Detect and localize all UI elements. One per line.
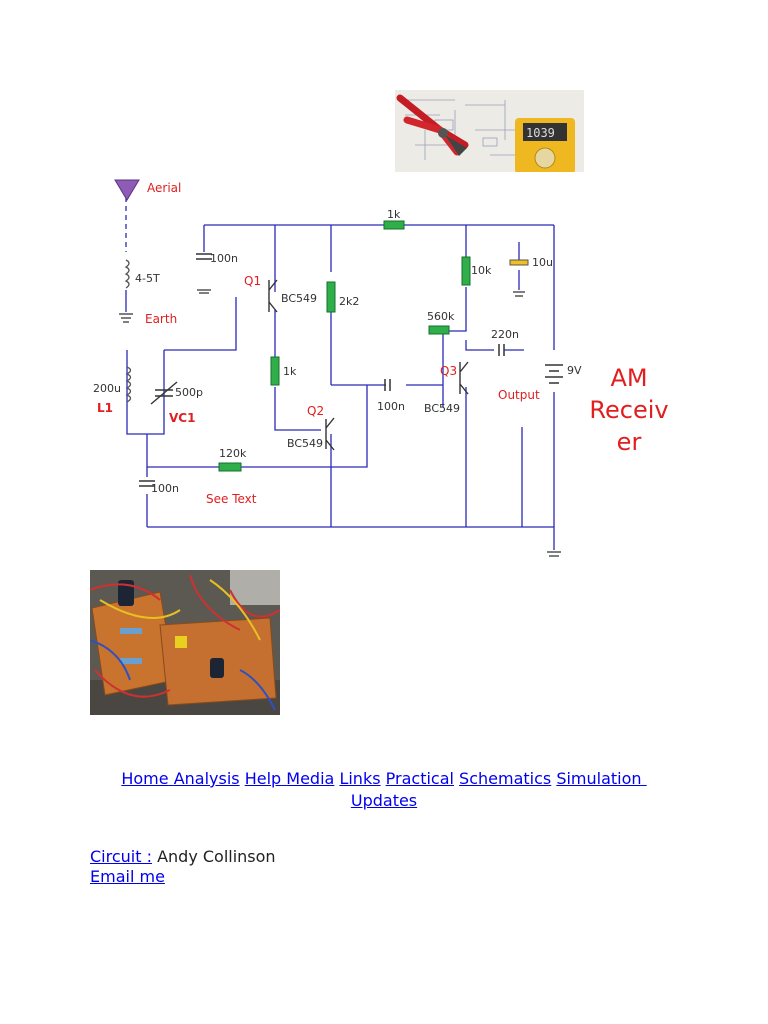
nav-link-help[interactable]: Help xyxy=(244,769,282,788)
transistor-symbols xyxy=(268,279,469,451)
credit-author: Andy Collinson xyxy=(151,847,276,866)
wires xyxy=(125,197,555,550)
label-q2: Q2 xyxy=(307,404,324,418)
ground-symbols xyxy=(119,289,561,557)
label-aerial: Aerial xyxy=(147,181,181,195)
nav-link-home-analysis[interactable]: Home Analysis xyxy=(121,769,239,788)
label-r-560k: 560k xyxy=(427,310,455,323)
label-bc549-q3: BC549 xyxy=(424,402,460,415)
label-c-100n-mid: 100n xyxy=(377,400,405,413)
nav-link-help-media[interactable]: Help Media xyxy=(245,769,335,788)
label-bc549-q1: BC549 xyxy=(281,292,317,305)
nav-link-media[interactable]: Media xyxy=(286,769,335,788)
electrolytic-capacitor-icon xyxy=(509,259,529,266)
label-q3: Q3 xyxy=(440,364,457,378)
title-line-2: Receiv xyxy=(589,396,668,424)
label-bc549-q2: BC549 xyxy=(287,437,323,450)
label-c-500p: 500p xyxy=(175,386,203,399)
site-navigation: Home Analysis Help Media Links Practical… xyxy=(0,768,768,812)
nav-link-practical[interactable]: Practical xyxy=(385,769,454,788)
tools-photo: 1039 xyxy=(395,90,584,174)
label-output: Output xyxy=(498,388,540,402)
schematic-svg: Aerial 4-5T Earth 100n Q1 BC549 1k 2k2 1… xyxy=(93,179,669,557)
label-vc1: VC1 xyxy=(169,411,195,425)
label-r-120k: 120k xyxy=(219,447,247,460)
capacitor-symbols xyxy=(139,253,505,487)
nav-link-schematics[interactable]: Schematics xyxy=(459,769,552,788)
aerial-coil-icon xyxy=(124,259,130,289)
nav-link-home[interactable]: Home xyxy=(121,769,169,788)
tools-photo-image: 1039 xyxy=(395,90,584,174)
email-link[interactable]: Email me xyxy=(90,867,165,886)
title-line-3: er xyxy=(617,428,642,456)
credit-circuit-link[interactable]: Circuit : xyxy=(90,847,152,866)
label-c-220n: 220n xyxy=(491,328,519,341)
nav-link-simulation[interactable]: Simulation xyxy=(556,769,646,788)
am-receiver-schematic: Aerial 4-5T Earth 100n Q1 BC549 1k 2k2 1… xyxy=(89,172,689,564)
resistor-symbols xyxy=(218,220,471,472)
l1-coil-icon xyxy=(125,366,132,403)
svg-text:1039: 1039 xyxy=(526,126,555,140)
label-turns: 4-5T xyxy=(135,272,160,285)
battery-icon xyxy=(545,364,563,384)
credit-line: Circuit : Andy Collinson xyxy=(90,847,276,867)
pcb-photo xyxy=(90,570,280,715)
label-l1: L1 xyxy=(97,401,113,415)
label-c-100n-bottom: 100n xyxy=(151,482,179,495)
schematic-title: AM Receiv er xyxy=(589,364,668,456)
credit-block: Circuit : Andy Collinson Email me xyxy=(90,847,276,887)
label-r-1k-top: 1k xyxy=(387,208,401,221)
nav-link-links[interactable]: Links xyxy=(339,769,381,788)
vc1-variable-capacitor-icon xyxy=(150,381,178,405)
nav-link-updates[interactable]: Updates xyxy=(350,791,418,810)
email-line: Email me xyxy=(90,867,276,887)
label-l-200u: 200u xyxy=(93,382,121,395)
label-earth: Earth xyxy=(145,312,177,326)
label-r-2k2: 2k2 xyxy=(339,295,359,308)
pcb-photo-image xyxy=(90,570,280,715)
label-r-10k: 10k xyxy=(471,264,492,277)
title-line-1: AM xyxy=(610,364,647,392)
label-c-100n-top: 100n xyxy=(210,252,238,265)
label-q1: Q1 xyxy=(244,274,261,288)
nav-link-analysis[interactable]: Analysis xyxy=(173,769,240,788)
label-c-10u: 10u xyxy=(532,256,553,269)
label-see-text: See Text xyxy=(206,492,257,506)
label-battery: 9V xyxy=(567,364,582,377)
label-r-1k-mid: 1k xyxy=(283,365,297,378)
aerial-icon xyxy=(114,179,140,201)
nav-link-simulation-label[interactable]: Simulation xyxy=(556,769,642,788)
